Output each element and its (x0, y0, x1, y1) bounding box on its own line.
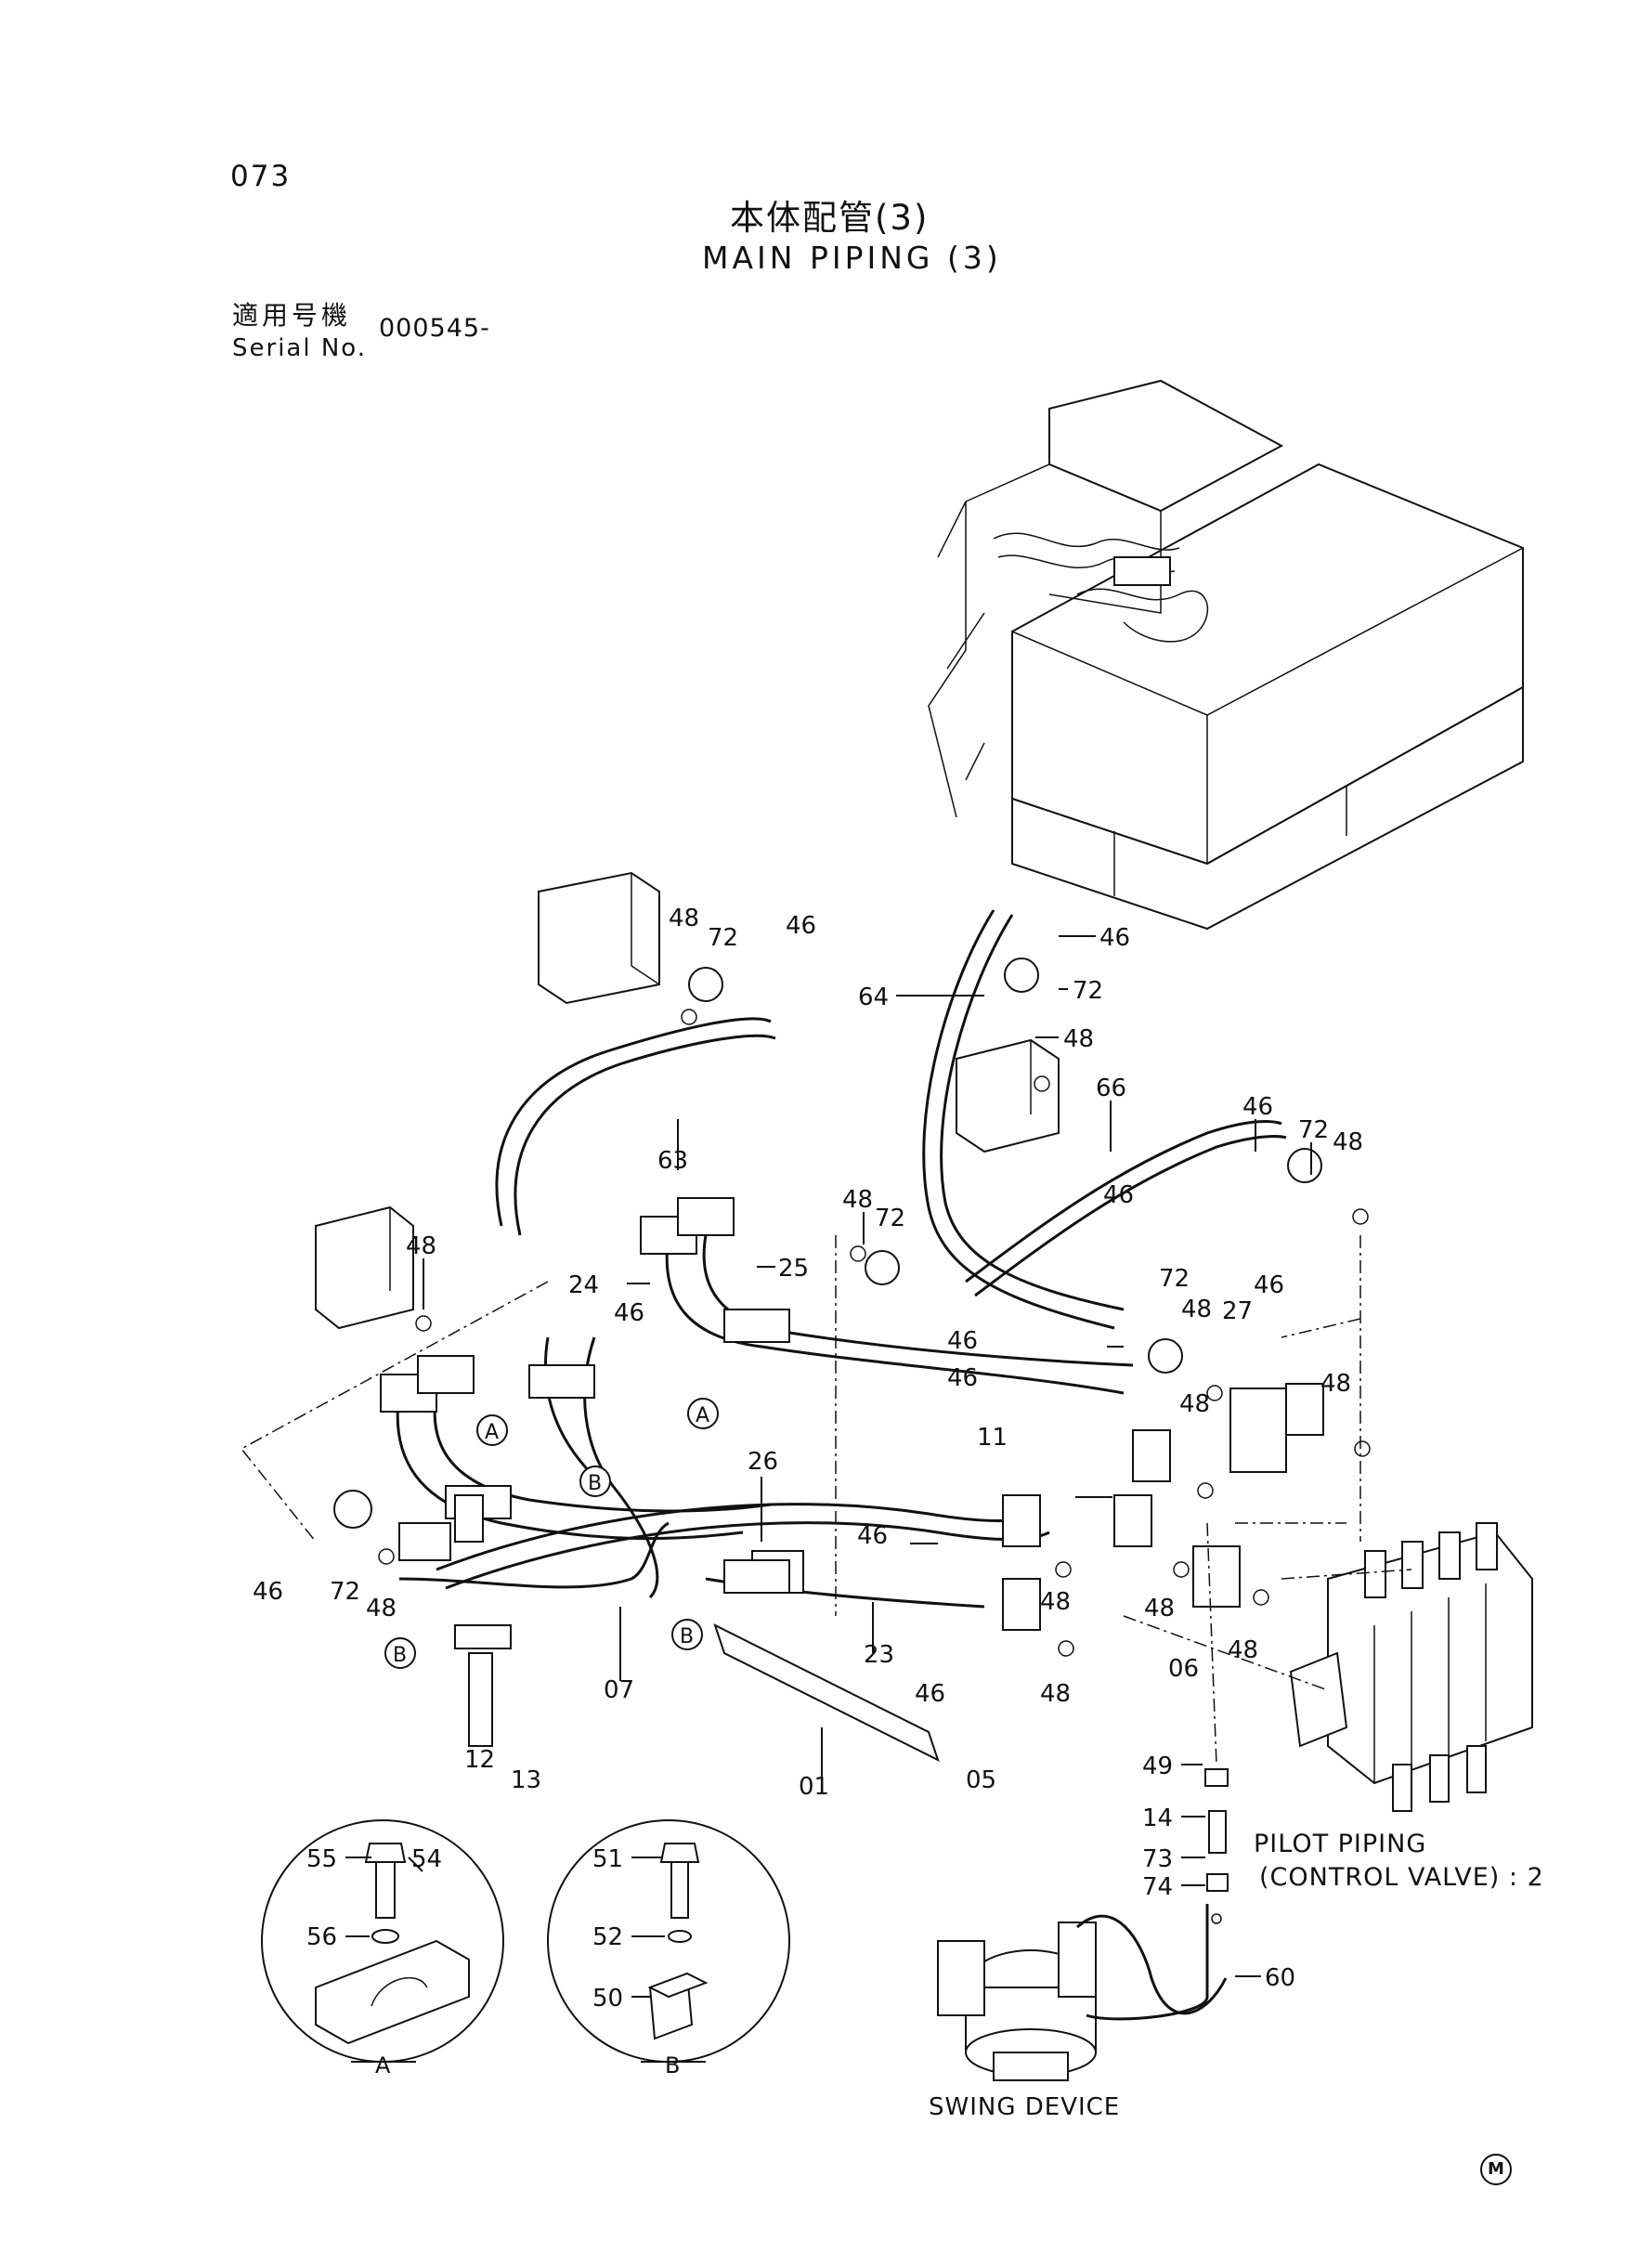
callout: 12 (464, 1746, 495, 1774)
callout: 46 (786, 912, 816, 940)
callout: 72 (875, 1205, 905, 1232)
page-title-japanese: 本体配管(3) (730, 198, 930, 238)
callout: 48 (1040, 1588, 1071, 1616)
callout: 48 (1144, 1595, 1175, 1622)
callout: 48 (1181, 1296, 1212, 1323)
marker-a-2 (687, 1398, 719, 1429)
marker-a-1-label: A (485, 1421, 499, 1444)
detail-b-part-50: 50 (592, 1985, 623, 2013)
callout: 46 (253, 1578, 283, 1606)
detail-view-a: 55 54 56 A (261, 1819, 504, 2078)
callout: 48 (669, 905, 699, 932)
callout: 48 (1320, 1370, 1351, 1398)
page-number: 073 (230, 160, 292, 193)
detail-a-part-56: 56 (306, 1923, 337, 1951)
callout: 01 (799, 1773, 829, 1801)
callout: 48 (1333, 1128, 1363, 1156)
marker-a-2-label: A (696, 1404, 709, 1427)
marker-b-2-label: B (393, 1644, 407, 1667)
callout: 27 (1222, 1297, 1253, 1325)
callout: 48 (1040, 1680, 1071, 1708)
callout: 46 (857, 1522, 888, 1550)
clamps-brackets (445, 1309, 940, 1762)
callout: 48 (1228, 1636, 1258, 1664)
callout: 60 (1265, 1964, 1295, 1992)
machine-body-drawing (928, 379, 1524, 931)
callout: 72 (330, 1578, 360, 1606)
callout: 13 (511, 1766, 541, 1794)
connection-lines (240, 1235, 1412, 1765)
callout: 74 (1142, 1873, 1173, 1901)
callout: 72 (708, 924, 738, 952)
manifold-blocks (315, 871, 1287, 1608)
serial-label-japanese: 適用号機 (232, 300, 352, 331)
callout: 72 (1073, 977, 1103, 1005)
circle-markers: A A B B B (384, 1398, 719, 1669)
marker-b-1 (579, 1466, 611, 1497)
marker-a-1 (476, 1414, 508, 1446)
manufacturer-mark: M (1480, 2154, 1512, 2185)
detail-b-part-52: 52 (592, 1923, 623, 1951)
leader-lines (423, 935, 1312, 1977)
callout: 07 (604, 1676, 634, 1704)
detail-a-marker: A (375, 2052, 391, 2078)
steel-pipes (396, 1234, 1134, 1609)
callout: 72 (1159, 1265, 1190, 1293)
marker-b-2 (384, 1637, 416, 1669)
part-callouts: 48 72 46 63 48 64 46 72 48 66 46 72 48 4… (253, 905, 1363, 1992)
callout: 63 (657, 1147, 688, 1175)
callout: 73 (1142, 1845, 1173, 1873)
marker-b-1-label: B (588, 1472, 602, 1495)
callout: 05 (966, 1766, 996, 1794)
callout: 48 (406, 1232, 436, 1260)
callout: 46 (947, 1364, 978, 1392)
callout: 48 (1063, 1025, 1094, 1053)
detail-b-part-51: 51 (592, 1845, 623, 1873)
callout: 66 (1096, 1075, 1126, 1102)
callout: 46 (614, 1299, 644, 1327)
callout: 24 (568, 1271, 599, 1299)
callout: 48 (842, 1186, 873, 1214)
detail-a-part-55: 55 (306, 1845, 337, 1873)
seals-bolts (378, 1009, 1371, 1924)
callout: 06 (1168, 1655, 1199, 1683)
callout: 14 (1142, 1804, 1173, 1832)
serial-label-english: Serial No. (232, 334, 367, 362)
callout: 26 (748, 1448, 778, 1476)
callout: 46 (947, 1327, 978, 1355)
serial-number-value: 000545- (379, 314, 490, 343)
callout: 49 (1142, 1752, 1173, 1780)
callout: 46 (1254, 1271, 1284, 1299)
callout: 25 (778, 1255, 809, 1283)
detail-view-b: 51 52 50 B (547, 1819, 790, 2078)
control-valve-drawing (1289, 1522, 1533, 1812)
callout: 46 (1099, 924, 1130, 952)
flanges (333, 958, 1324, 1631)
callout: 72 (1298, 1116, 1329, 1144)
detail-b-marker: B (665, 2052, 680, 2078)
callout: 23 (864, 1641, 894, 1669)
page-title-english: MAIN PIPING (3) (702, 240, 1002, 276)
hoses (495, 909, 1287, 2021)
callout: 48 (366, 1595, 397, 1622)
control-valve-label: (CONTROL VALVE) : 2 (1259, 1863, 1544, 1892)
marker-b-3-label: B (680, 1625, 694, 1648)
callout: 11 (977, 1424, 1008, 1452)
callout: 64 (858, 984, 889, 1011)
pilot-piping-label: PILOT PIPING (1254, 1830, 1427, 1858)
swing-device-drawing (937, 1914, 1228, 2081)
marker-b-3 (671, 1619, 703, 1650)
callout: 46 (1103, 1181, 1134, 1209)
callout: 48 (1179, 1390, 1210, 1418)
callout: 46 (1242, 1093, 1273, 1121)
detail-a-part-54: 54 (411, 1845, 442, 1873)
swing-device-label: SWING DEVICE (929, 2093, 1121, 2121)
callout: 46 (915, 1680, 945, 1708)
